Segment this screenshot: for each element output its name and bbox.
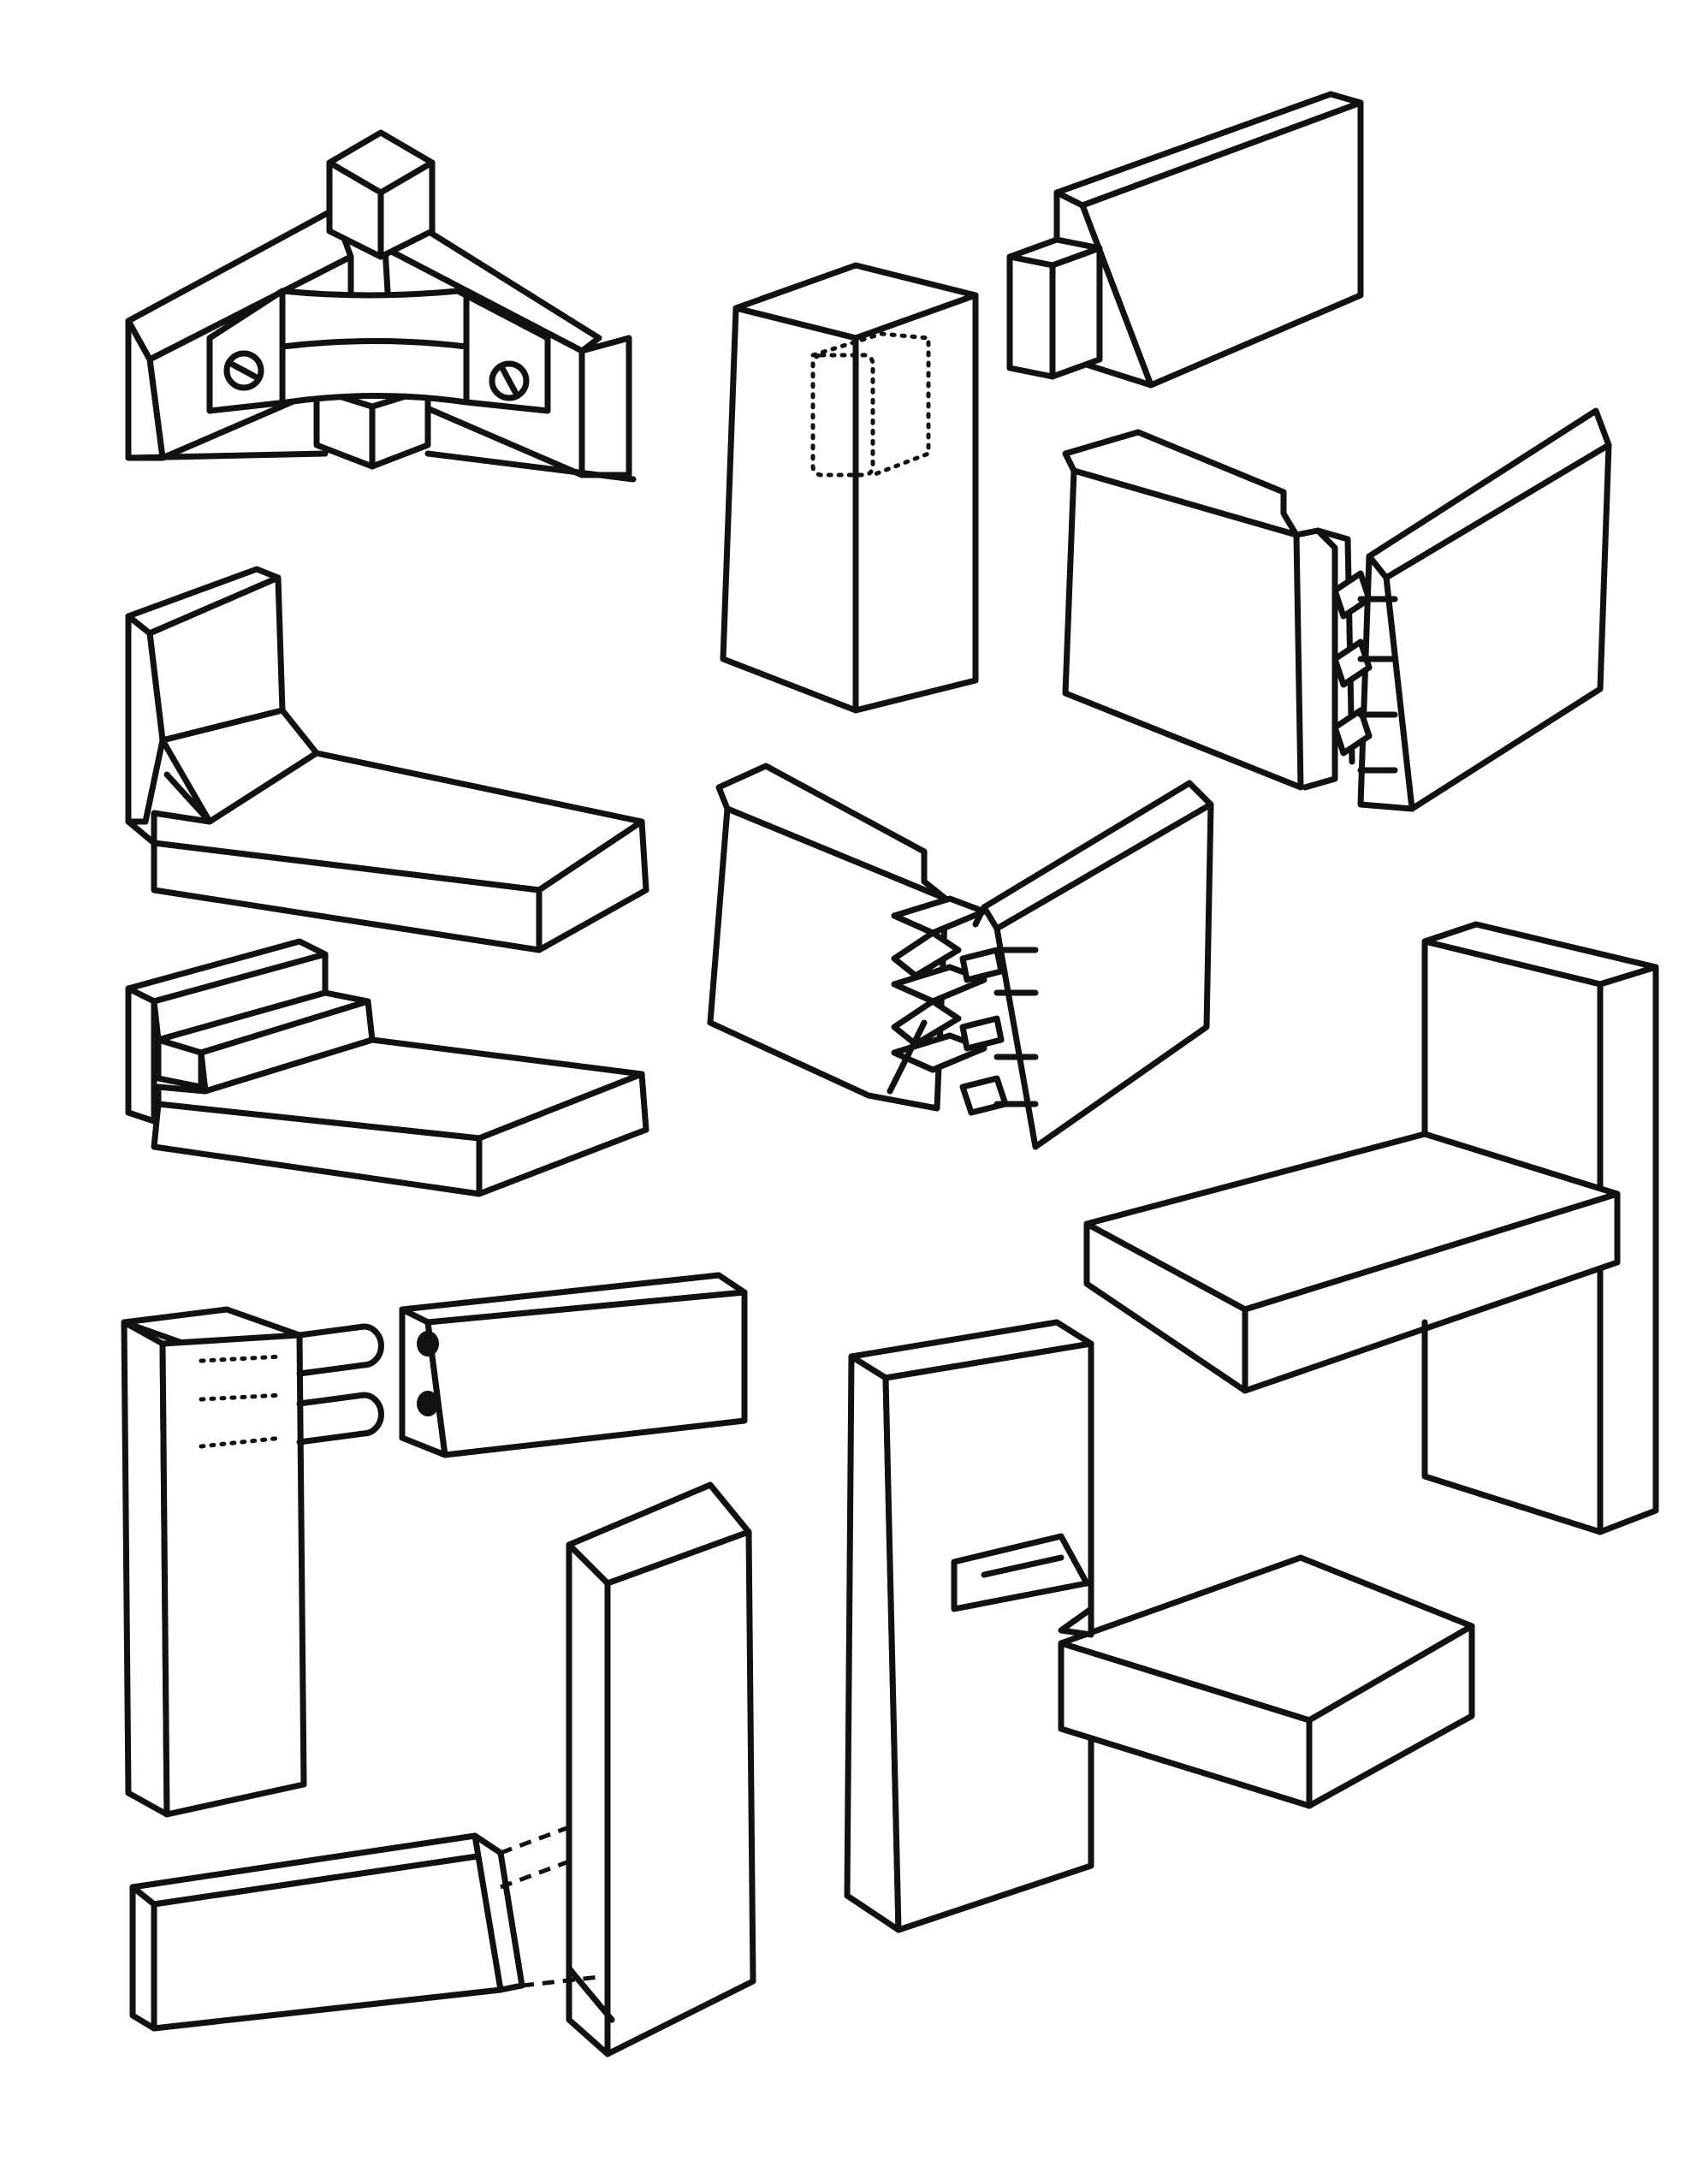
stopped-housing-joint: [844, 1319, 1475, 1933]
rebate-joint: [125, 566, 649, 953]
bridle-joint: [129, 1481, 756, 2057]
corner-block-joint: [125, 129, 637, 483]
dowel-joint: [121, 1272, 748, 1818]
stepped-rebate-joint: [125, 938, 649, 1197]
dowel-hole-icon: [417, 1331, 439, 1357]
dovetail-joint-open: [1062, 407, 1612, 812]
mortise-and-tenon-joint: [720, 91, 1364, 714]
dowel-hole-icon: [417, 1391, 439, 1416]
dovetail-joint-assembled: [707, 763, 1214, 1150]
housing-joint: [1083, 921, 1659, 1535]
